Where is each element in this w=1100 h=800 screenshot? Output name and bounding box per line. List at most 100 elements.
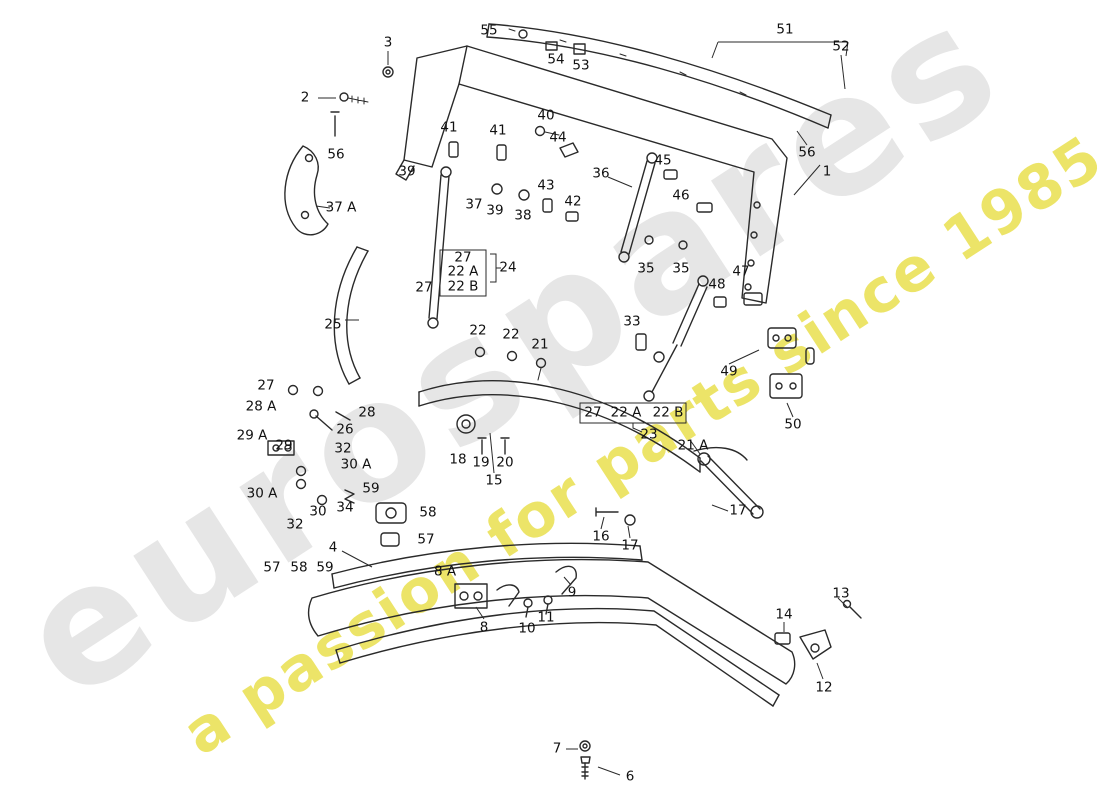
part-number-label[interactable]: 27 xyxy=(454,249,472,266)
lower-rail xyxy=(335,607,780,696)
part-number-label[interactable]: 50 xyxy=(784,416,802,433)
part-number-label[interactable]: 29 A xyxy=(236,427,268,444)
part-number-label[interactable]: 55 xyxy=(480,22,498,39)
part-number-label[interactable]: 53 xyxy=(572,57,590,74)
washer-38 xyxy=(518,189,530,201)
part-number-label[interactable]: 23 xyxy=(640,426,658,443)
part-number-label[interactable]: 59 xyxy=(362,480,380,497)
part-number-label[interactable]: 30 xyxy=(309,503,327,520)
part-number-label[interactable]: 10 xyxy=(518,620,536,637)
clip-44 xyxy=(559,142,579,158)
part-number-label[interactable]: 8 xyxy=(479,619,489,636)
part-number-label[interactable]: 49 xyxy=(720,363,738,380)
nut-7 xyxy=(579,740,591,752)
part-number-label[interactable]: 39 xyxy=(486,202,504,219)
part-number-label[interactable]: 28 xyxy=(358,404,376,421)
part-number-label[interactable]: 32 xyxy=(334,440,352,457)
part-number-label[interactable]: 8 A xyxy=(433,563,457,580)
part-number-label[interactable]: 17 xyxy=(621,537,639,554)
part-number-label[interactable]: 9 xyxy=(567,584,577,601)
part-number-label[interactable]: 22 B xyxy=(652,404,684,421)
part-number-label[interactable]: 37 xyxy=(465,196,483,213)
part-number-label[interactable]: 54 xyxy=(547,51,565,68)
part-number-label[interactable]: 22 B xyxy=(447,278,479,295)
center-bow-15 xyxy=(418,380,701,459)
part-number-label[interactable]: 38 xyxy=(514,207,532,224)
part-number-label[interactable]: 17 xyxy=(729,502,747,519)
part-number-label[interactable]: 59 xyxy=(316,559,334,576)
part-number-label[interactable]: 41 xyxy=(489,122,507,139)
plate-47 xyxy=(743,292,763,306)
part-number-label[interactable]: 35 xyxy=(672,260,690,277)
part-number-label[interactable]: 34 xyxy=(336,499,354,516)
part-number-label[interactable]: 30 A xyxy=(340,456,372,473)
part-number-label[interactable]: 22 xyxy=(502,326,520,343)
part-number-label[interactable]: 32 xyxy=(286,516,304,533)
part-number-label[interactable]: 7 xyxy=(552,740,562,757)
part-number-label[interactable]: 11 xyxy=(537,609,555,626)
part-number-label[interactable]: 36 xyxy=(592,165,610,182)
part-number-label[interactable]: 26 xyxy=(336,421,354,438)
part-number-label[interactable]: 13 xyxy=(832,585,850,602)
part-number-label[interactable]: 57 xyxy=(417,531,435,548)
part-number-label[interactable]: 48 xyxy=(708,276,726,293)
clip-14 xyxy=(774,632,791,645)
part-number-label[interactable]: 12 xyxy=(815,679,833,696)
part-number-label[interactable]: 37 A xyxy=(325,199,357,216)
front-panel-4 xyxy=(307,558,796,685)
washer-39 xyxy=(491,183,503,195)
part-number-label[interactable]: 3 xyxy=(383,34,393,51)
pin-33 xyxy=(635,333,647,351)
parts-outlines xyxy=(267,23,862,780)
part-number-label[interactable]: 41 xyxy=(440,119,458,136)
part-number-label[interactable]: 24 xyxy=(499,259,517,276)
part-number-label[interactable]: 46 xyxy=(672,187,690,204)
part-number-label[interactable]: 19 xyxy=(472,454,490,471)
part-number-label[interactable]: 42 xyxy=(564,193,582,210)
strut-35 xyxy=(620,160,656,255)
part-number-label[interactable]: 51 xyxy=(776,21,794,38)
part-number-label[interactable]: 21 xyxy=(531,336,549,353)
part-number-label[interactable]: 22 A xyxy=(447,263,479,280)
part-number-label[interactable]: 25 xyxy=(324,316,342,333)
pin-43 xyxy=(542,198,553,213)
part-number-label[interactable]: 56 xyxy=(327,146,345,163)
part-number-label[interactable]: 43 xyxy=(537,177,555,194)
part-number-label[interactable]: 27 xyxy=(584,404,602,421)
part-number-label[interactable]: 22 xyxy=(469,322,487,339)
part-number-label[interactable]: 56 xyxy=(798,144,816,161)
part-number-label[interactable]: 4 xyxy=(328,539,338,556)
part-number-label[interactable]: 14 xyxy=(775,606,793,623)
part-number-label[interactable]: 39 xyxy=(398,163,416,180)
part-number-label[interactable]: 6 xyxy=(625,768,635,785)
part-number-label[interactable]: 27 xyxy=(415,279,433,296)
part-number-label[interactable]: 58 xyxy=(419,504,437,521)
part-number-label[interactable]: 35 xyxy=(637,260,655,277)
part-number-label[interactable]: 20 xyxy=(496,454,514,471)
part-number-label[interactable]: 28 A xyxy=(245,398,277,415)
part-number-label[interactable]: 57 xyxy=(263,559,281,576)
group-box-vertical xyxy=(439,249,487,297)
part-number-label[interactable]: 44 xyxy=(549,129,567,146)
strut-23 xyxy=(672,283,708,347)
part-number-label[interactable]: 30 A xyxy=(246,485,278,502)
washer-22a xyxy=(474,346,486,358)
part-number-label[interactable]: 47 xyxy=(732,263,750,280)
part-number-label[interactable]: 15 xyxy=(485,472,503,489)
part-number-label[interactable]: 27 xyxy=(257,377,275,394)
part-number-label[interactable]: 18 xyxy=(449,451,467,468)
part-number-label[interactable]: 52 xyxy=(832,38,850,55)
part-number-label[interactable]: 16 xyxy=(592,528,610,545)
front-bar xyxy=(331,542,641,575)
part-number-label[interactable]: 45 xyxy=(654,152,672,169)
part-number-label[interactable]: 1 xyxy=(822,163,832,180)
part-number-label[interactable]: 33 xyxy=(623,313,641,330)
part-number-label[interactable]: 2 xyxy=(300,89,310,106)
part-number-label[interactable]: 40 xyxy=(537,107,555,124)
washer-27 xyxy=(287,384,299,396)
washer-17 xyxy=(624,514,636,526)
part-number-label[interactable]: 21 A xyxy=(677,437,709,454)
part-number-label[interactable]: 22 A xyxy=(610,404,642,421)
part-number-label[interactable]: 58 xyxy=(290,559,308,576)
part-number-label[interactable]: 29 xyxy=(275,437,293,454)
